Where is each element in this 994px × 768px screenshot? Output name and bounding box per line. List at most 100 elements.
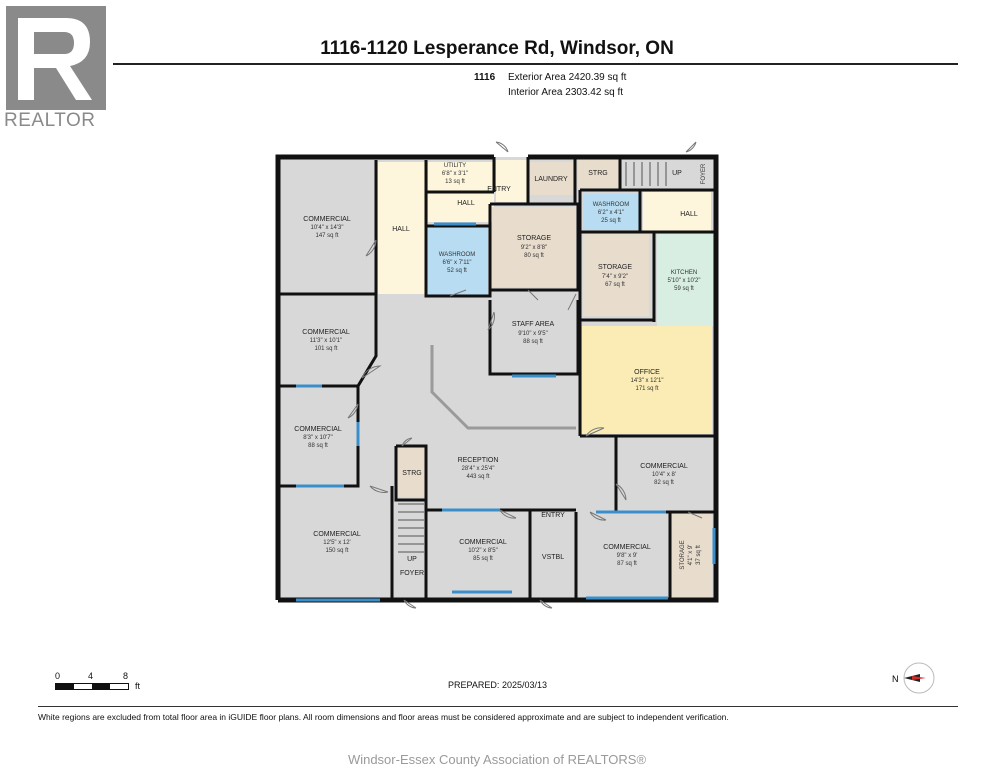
disclaimer-text: White regions are excluded from total fl… [38,712,729,722]
room-strg-center: STRG [402,470,421,477]
storage-east-fill [583,234,649,316]
room-name: UTILITY [444,163,466,169]
room-name: COMMERCIAL [303,216,351,223]
room-dims: 8'3" x 10'7" [303,435,333,441]
prepared-label: PREPARED: [448,680,500,690]
room-up-south: UP [407,556,417,563]
kitchen-fill [657,234,713,326]
stairs-north-fill [622,158,714,188]
room-utility: UTILITY 6'8" x 3'1" 13 sq ft [442,163,468,185]
room-commercial-sw: COMMERCIAL 12'5" x 12' 150 sq ft [313,531,361,554]
room-office: OFFICE 14'3" x 12'1" 171 sq ft [631,369,664,392]
room-storage-east: STORAGE 7'4" x 9'2" 67 sq ft [598,264,632,288]
room-area: 59 sq ft [674,286,694,292]
compass-label: N [892,674,899,684]
room-commercial-se: COMMERCIAL 9'8" x 9' 87 sq ft [603,544,651,567]
room-foyer-north: FOYER [701,163,707,184]
room-area: 443 sq ft [466,474,489,480]
room-area: 87 sq ft [617,561,637,567]
realtor-wordmark: REALTOR [4,110,96,131]
room-area: 88 sq ft [523,339,543,345]
page-title: 1116-1120 Lesperance Rd, Windsor, ON [320,38,674,59]
room-commercial-w2: COMMERCIAL 11'3" x 10'1" 101 sq ft [302,329,350,352]
room-dims: 4'1" x 9' [688,545,694,566]
room-area: 82 sq ft [654,480,674,486]
room-name: STORAGE [680,540,686,569]
hall-west-fill [378,162,426,294]
room-area: 52 sq ft [447,268,467,274]
room-name: COMMERCIAL [603,544,651,551]
laundry-fill [529,162,573,195]
room-commercial-e1: COMMERCIAL 10'4" x 8' 82 sq ft [640,463,688,486]
unit-number: 1116 [474,72,496,83]
room-foyer-south: FOYER [400,570,424,577]
room-staff-area: STAFF AREA 9'10" x 9'5" 88 sq ft [512,321,555,345]
room-area: 88 sq ft [308,443,328,449]
room-dims: 9'10" x 9'5" [518,331,548,337]
exterior-area: Exterior Area 2420.39 sq ft [508,72,627,83]
room-name: COMMERCIAL [302,329,350,336]
room-entry-south: ENTRY [541,512,565,519]
room-name: STAFF AREA [512,321,555,328]
stairs-south[interactable] [398,503,424,553]
doors[interactable] [347,141,703,609]
realtor-logo[interactable] [6,6,106,110]
room-dims: 5'10" x 10'2" [668,278,701,284]
north-compass: N [890,662,940,699]
footer-credit: Windsor-Essex County Association of REAL… [347,752,647,767]
scale-tick-4: 4 [88,671,94,681]
room-storage-center: STORAGE 9'2" x 8'8" 80 sq ft [517,235,551,259]
room-commercial-w3: COMMERCIAL 8'3" x 10'7" 88 sq ft [294,426,342,449]
scale-tick-8: 8 [123,671,129,681]
room-name: WASHROOM [439,252,475,258]
scale-graphic [55,683,129,690]
storage-center-fill [492,207,576,287]
room-dims: 6'6" x 7'11" [442,260,471,266]
windows [296,222,716,602]
room-area: 80 sq ft [524,253,544,259]
entry-north-fill [496,160,528,202]
room-dims: 12'5" x 12' [323,540,350,546]
room-area: 13 sq ft [445,179,465,185]
room-dims: 7'4" x 9'2" [602,274,628,280]
room-hall-west: HALL [392,226,410,233]
room-commercial-s: COMMERCIAL 10'2" x 8'5" 85 sq ft [459,539,507,562]
room-area: 85 sq ft [473,556,493,562]
interior-walls [280,157,716,600]
room-dims: 9'2" x 8'8" [521,245,547,251]
room-name: COMMERCIAL [640,463,688,470]
bottom-divider [38,706,958,707]
room-hall-north: HALL [457,200,475,207]
room-dims: 10'4" x 8' [652,472,676,478]
room-washroom-ne: WASHROOM 6'2" x 4'1" 25 sq ft [593,202,629,224]
room-commercial-nw: COMMERCIAL 10'4" x 14'3" 147 sq ft [303,216,351,239]
room-dims: 10'2" x 8'5" [468,548,498,554]
room-kitchen: KITCHEN 5'10" x 10'2" 59 sq ft [668,270,701,292]
room-reception: RECEPTION 28'4" x 25'4" 443 sq ft [458,457,499,480]
room-area: 25 sq ft [601,218,621,224]
exterior-walls [275,154,719,603]
room-area: 150 sq ft [325,548,348,554]
room-name: RECEPTION [458,457,499,464]
prepared-date: 2025/03/13 [502,680,548,690]
washroom-w-fill [428,226,488,296]
room-name: COMMERCIAL [294,426,342,433]
room-dims: 14'3" x 12'1" [631,378,664,384]
room-storage-se: STORAGE 4'1" x 9' 37 sq ft [680,540,702,569]
scale-tick-0: 0 [55,671,61,681]
stairs-north[interactable] [625,162,667,186]
room-washroom-w: WASHROOM 6'6" x 7'11" 52 sq ft [439,252,475,274]
room-name: COMMERCIAL [313,531,361,538]
room-name: WASHROOM [593,202,629,208]
room-area: 147 sq ft [315,233,338,239]
office-fill [582,326,712,434]
room-hall-ne: HALL [680,211,698,218]
room-dims: 28'4" x 25'4" [462,466,495,472]
room-dims: 11'3" x 10'1" [310,338,342,344]
compass-red-needle-icon [912,676,926,680]
room-dims: 10'4" x 14'3" [311,225,344,231]
room-dims: 9'8" x 9' [617,553,638,559]
room-area: 101 sq ft [314,346,337,352]
room-area: 67 sq ft [605,282,625,288]
room-name: STORAGE [598,264,632,271]
